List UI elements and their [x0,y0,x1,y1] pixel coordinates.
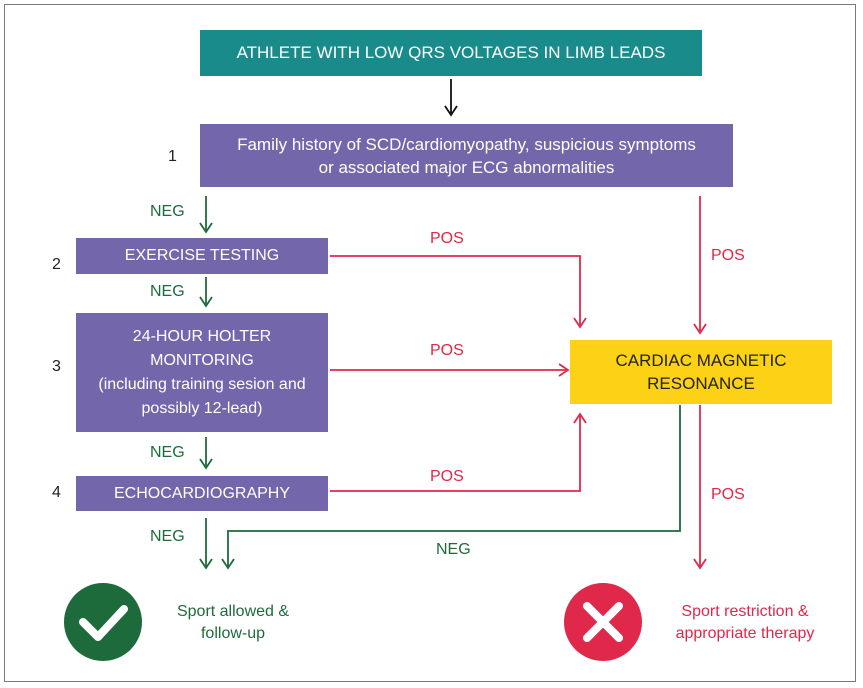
arrow-pos-step1-to-cmr [693,196,707,335]
arrow-title-to-step1 [444,79,458,117]
arrow-neg-cmr-to-allowed [221,405,681,570]
outcome-restricted-line1: Sport restriction & [681,603,809,620]
outcome-allowed-line2: follow-up [200,625,266,642]
check-icon [64,583,142,661]
arrow-pos-cmr-to-restricted [693,405,707,570]
pos-label-cmr: POS [711,486,745,503]
step3-text-line1: 24-HOUR HOLTER [132,327,272,345]
neg-label-1: NEG [150,203,185,220]
arrow-pos-step4-to-cmr [330,412,587,492]
step-number-2: 2 [52,256,61,273]
title-box: ATHLETE WITH LOW QRS VOLTAGES IN LIMB LE… [200,30,702,76]
neg-label-2: NEG [150,283,185,300]
step2-box: EXERCISE TESTING [76,238,328,274]
step3-text-line4: possibly 12-lead) [141,399,263,417]
outcome-allowed: Sport allowed & follow-up [158,601,308,645]
neg-label-cmr: NEG [436,541,471,558]
outcome-allowed-line1: Sport allowed & [176,603,290,620]
arrow-neg-4-to-allowed [199,518,213,570]
step4-text: ECHOCARDIOGRAPHY [113,484,291,502]
neg-label-3: NEG [150,444,185,461]
arrow-pos-step3-to-cmr [330,363,570,377]
cmr-text-line1: CARDIAC MAGNETIC [615,351,787,370]
cmr-box: CARDIAC MAGNETIC RESONANCE [570,340,832,404]
pos-label-step1: POS [711,247,745,264]
step3-text-line2: MONITORING [150,351,254,369]
step-number-3: 3 [52,358,61,375]
outcome-restricted-line2: appropriate therapy [675,625,815,642]
step4-box: ECHOCARDIOGRAPHY [76,476,328,511]
neg-label-4: NEG [150,528,185,545]
arrow-neg-1-to-2 [199,196,213,234]
step1-text: Family history of SCD/cardiomyopathy, su… [237,134,696,177]
step1-box: Family history of SCD/cardiomyopathy, su… [200,124,733,187]
step2-text: EXERCISE TESTING [124,247,280,264]
cross-icon [564,583,642,661]
step-number-1: 1 [168,148,177,165]
pos-label-step4: POS [430,468,464,485]
title-text: ATHLETE WITH LOW QRS VOLTAGES IN LIMB LE… [236,43,666,62]
arrow-neg-3-to-4 [199,437,213,470]
arrow-pos-step2-to-cmr [330,255,587,329]
pos-label-step2: POS [430,230,464,247]
pos-label-step3: POS [430,342,464,359]
arrow-neg-2-to-3 [199,277,213,308]
cmr-text-line2: RESONANCE [647,374,755,393]
step3-text-line3: (including training sesion and [98,375,306,393]
step-number-4: 4 [52,484,61,501]
step3-box: 24-HOUR HOLTER MONITORING (including tra… [76,313,328,432]
outcome-restricted: Sport restriction & appropriate therapy [650,601,840,645]
